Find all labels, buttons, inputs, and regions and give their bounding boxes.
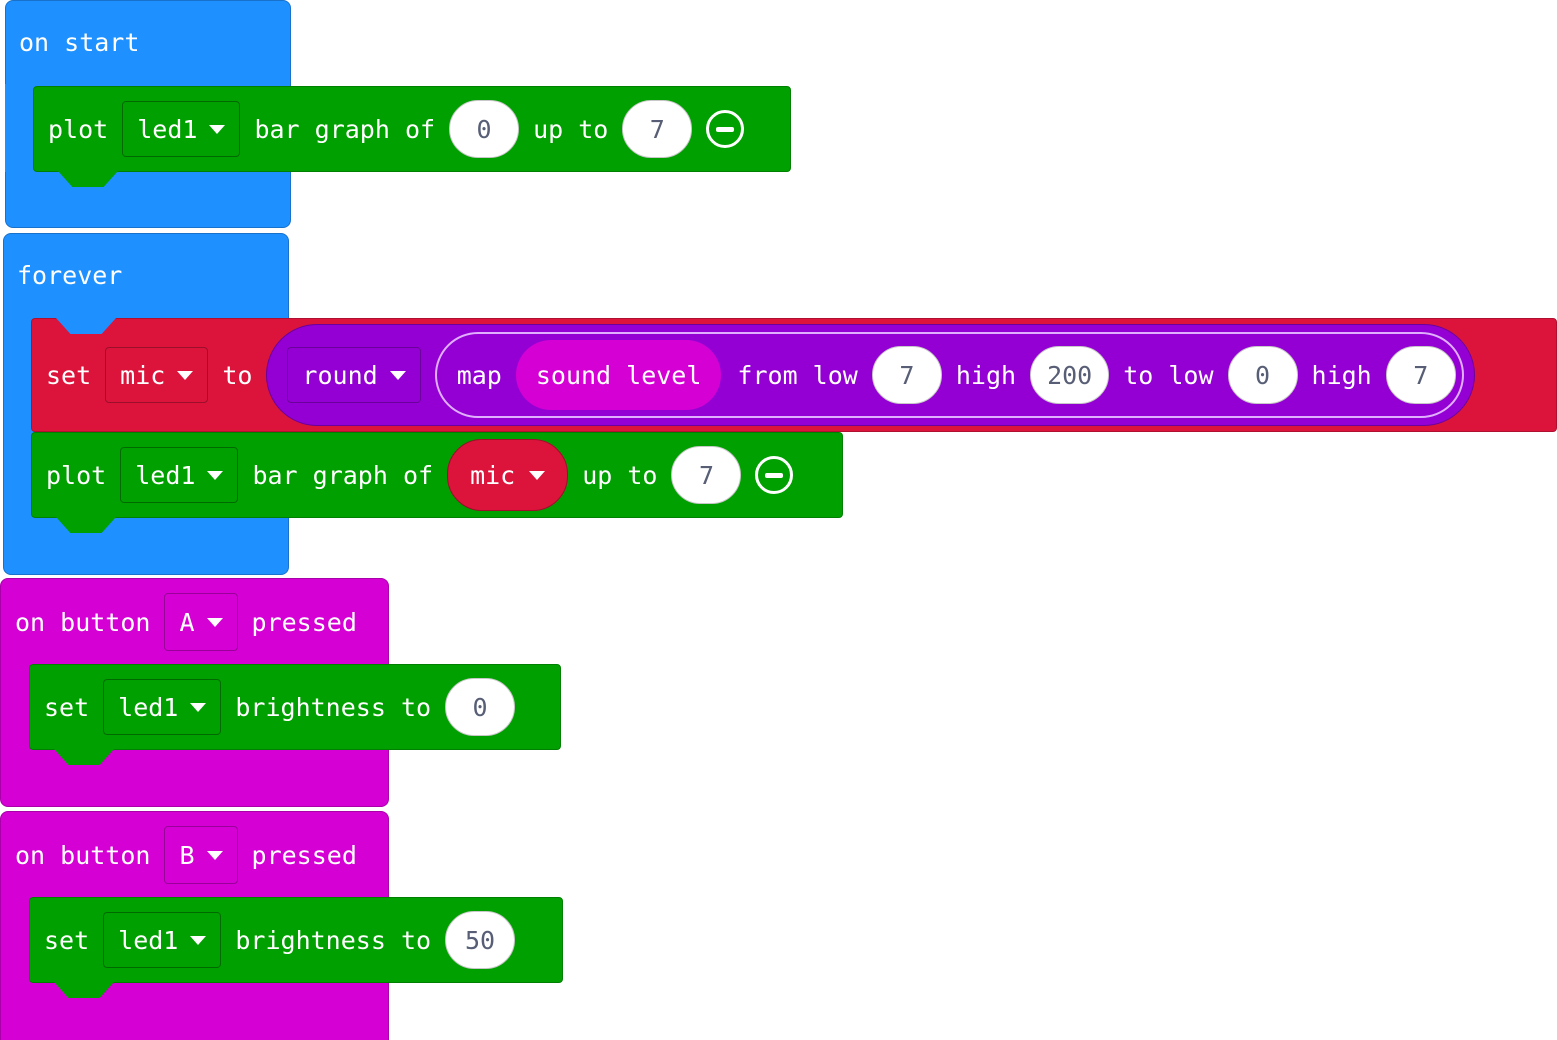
button-dropdown[interactable]: B bbox=[164, 826, 238, 884]
chevron-down-icon bbox=[206, 617, 223, 627]
brightness-input[interactable]: 50 bbox=[445, 911, 516, 969]
set-keyword: set bbox=[44, 925, 90, 955]
led-dropdown[interactable]: led1 bbox=[103, 912, 222, 968]
variable-dropdown[interactable]: mic bbox=[105, 347, 209, 403]
brightness-input[interactable]: 0 bbox=[445, 678, 516, 736]
to-low-keyword: to low bbox=[1123, 360, 1214, 390]
pressed-keyword: pressed bbox=[251, 607, 357, 637]
led-dropdown-value: led1 bbox=[118, 925, 179, 955]
up-to-keyword: up to bbox=[533, 114, 609, 144]
block-notch bbox=[58, 171, 118, 187]
round-block[interactable]: round map sound level from low 7 high 20… bbox=[266, 324, 1475, 426]
set-keyword: set bbox=[44, 692, 90, 722]
set-brightness-block[interactable]: set led1 brightness to 50 bbox=[29, 897, 563, 983]
button-dropdown-value: A bbox=[179, 607, 195, 637]
sound-level-block[interactable]: sound level bbox=[515, 340, 722, 410]
max-input[interactable]: 7 bbox=[671, 446, 742, 504]
chevron-down-icon bbox=[177, 370, 194, 380]
to-low-input[interactable]: 0 bbox=[1227, 346, 1298, 404]
from-low-keyword: from low bbox=[737, 360, 858, 390]
led-dropdown-value: led1 bbox=[118, 692, 179, 722]
plot-keyword: plot bbox=[48, 114, 109, 144]
set-keyword: set bbox=[46, 360, 92, 390]
led-dropdown-value: led1 bbox=[137, 114, 198, 144]
chevron-down-icon bbox=[389, 370, 406, 380]
on-start-body bbox=[5, 84, 35, 172]
pressed-keyword: pressed bbox=[251, 840, 357, 870]
chevron-down-icon bbox=[207, 470, 224, 480]
to-keyword: to bbox=[222, 360, 253, 390]
value-input[interactable]: 0 bbox=[449, 100, 520, 158]
on-button-keyword: on button bbox=[15, 840, 151, 870]
led-dropdown[interactable]: led1 bbox=[122, 101, 241, 157]
on-start-label: on start bbox=[19, 28, 140, 57]
brightness-keyword: brightness to bbox=[235, 692, 432, 722]
button-b-header: on button B pressed bbox=[15, 825, 357, 885]
block-notch bbox=[56, 517, 116, 533]
map-keyword: map bbox=[456, 360, 502, 390]
chevron-down-icon bbox=[190, 935, 207, 945]
mic-variable-value: mic bbox=[470, 460, 516, 490]
from-high-input[interactable]: 200 bbox=[1030, 346, 1110, 404]
chevron-down-icon bbox=[206, 850, 223, 860]
chevron-down-icon bbox=[190, 702, 207, 712]
from-low-input[interactable]: 7 bbox=[871, 346, 942, 404]
plot-bar-graph-block[interactable]: plot led1 bar graph of mic up to 7 bbox=[31, 432, 843, 518]
brightness-keyword: brightness to bbox=[235, 925, 432, 955]
chevron-down-icon bbox=[529, 470, 546, 480]
plot-bar-graph-block[interactable]: plot led1 bar graph of 0 up to 7 bbox=[33, 86, 791, 172]
max-input[interactable]: 7 bbox=[622, 100, 693, 158]
high-keyword: high bbox=[955, 360, 1017, 390]
map-block[interactable]: map sound level from low 7 high 200 to l… bbox=[434, 332, 1464, 418]
led-dropdown[interactable]: led1 bbox=[120, 447, 239, 503]
forever-label: forever bbox=[17, 261, 123, 290]
plot-keyword: plot bbox=[46, 460, 107, 490]
remove-argument-icon[interactable] bbox=[755, 456, 794, 494]
led-dropdown[interactable]: led1 bbox=[103, 679, 222, 735]
led-dropdown-value: led1 bbox=[135, 460, 196, 490]
to-high-input[interactable]: 7 bbox=[1385, 346, 1456, 404]
block-notch bbox=[54, 749, 114, 765]
bar-graph-keyword: bar graph of bbox=[252, 460, 434, 490]
button-dropdown[interactable]: A bbox=[164, 593, 238, 651]
button-a-header: on button A pressed bbox=[15, 592, 357, 652]
button-dropdown-value: B bbox=[179, 840, 195, 870]
up-to-keyword: up to bbox=[582, 460, 658, 490]
round-dropdown[interactable]: round bbox=[287, 347, 421, 403]
chevron-down-icon bbox=[209, 124, 226, 134]
bar-graph-keyword: bar graph of bbox=[254, 114, 436, 144]
block-notch bbox=[54, 982, 114, 998]
round-dropdown-value: round bbox=[302, 360, 378, 390]
mic-variable-block[interactable]: mic bbox=[447, 439, 569, 511]
on-button-keyword: on button bbox=[15, 607, 151, 637]
high-keyword: high bbox=[1311, 360, 1372, 390]
remove-argument-icon[interactable] bbox=[706, 110, 745, 148]
set-brightness-block[interactable]: set led1 brightness to 0 bbox=[29, 664, 561, 750]
block-notch bbox=[56, 318, 116, 334]
variable-dropdown-value: mic bbox=[120, 360, 166, 390]
set-variable-block[interactable]: set mic to round map sound level from lo… bbox=[31, 318, 1557, 432]
